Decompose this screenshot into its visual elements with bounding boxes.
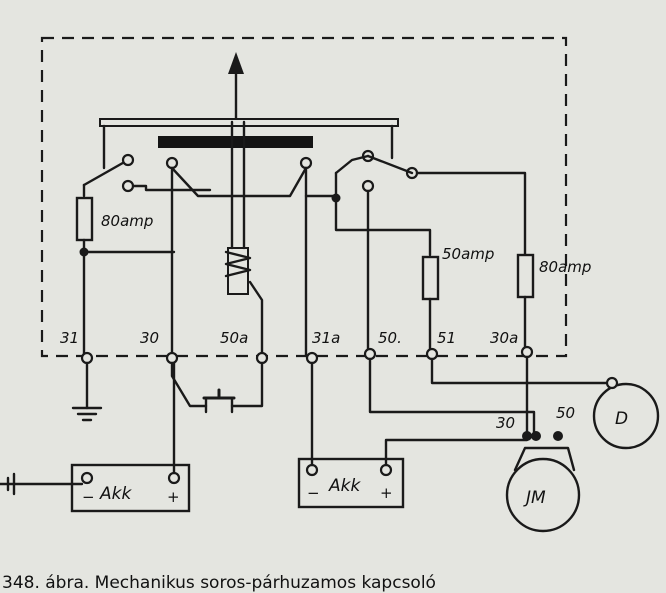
wire-50-to-motor (368, 357, 536, 434)
push-button (170, 361, 264, 414)
motor-terminal-30-label: 30 (496, 414, 515, 432)
dynamo (592, 376, 660, 450)
starter-motor (505, 431, 581, 533)
fuse-80amp-left-label: 80amp (101, 212, 153, 230)
terminal-30a-label: 30a (490, 329, 518, 347)
wire-51-to-dynamo (430, 357, 612, 385)
dynamo-label: D (615, 409, 628, 429)
fuse-80amp-right (516, 253, 535, 358)
fuse-50amp (421, 255, 440, 358)
terminal-50a-label: 50a (220, 329, 248, 347)
lever-frame (99, 118, 399, 170)
battery-1-plus: + (167, 488, 180, 506)
battery-2-minus: − (307, 484, 320, 502)
right-switch (304, 149, 527, 358)
battery-2-label: Akk (328, 476, 361, 496)
motor-terminal-50-label: 50 (556, 404, 575, 422)
terminal-50-label: 50. (378, 329, 402, 347)
starter-motor-label: JM (523, 488, 546, 508)
terminal-30-label: 30 (140, 329, 159, 347)
ground-symbol (71, 361, 103, 422)
battery-1-label: Akk (99, 484, 132, 504)
battery-1-minus: − (82, 488, 95, 506)
bridge-contacts (165, 156, 313, 358)
fuse-80amp-left (75, 196, 176, 358)
left-switch (82, 153, 212, 198)
switch-enclosure (40, 36, 568, 358)
actuator-arrow (228, 52, 244, 124)
battery-2 (297, 361, 529, 509)
contact-bridge (158, 136, 313, 148)
terminal-51-label: 51 (437, 329, 456, 347)
figure-caption: 348. ábra. Mechanikus soros-párhuzamos k… (2, 573, 436, 593)
terminal-31-label: 31 (60, 329, 79, 347)
fuse-80amp-right-label: 80amp (539, 258, 591, 276)
plunger-spring (224, 120, 252, 295)
fuse-50amp-label: 50amp (442, 245, 494, 263)
battery-2-plus: + (380, 484, 393, 502)
battery-1 (0, 361, 191, 513)
terminal-31a-label: 31a (312, 329, 340, 347)
